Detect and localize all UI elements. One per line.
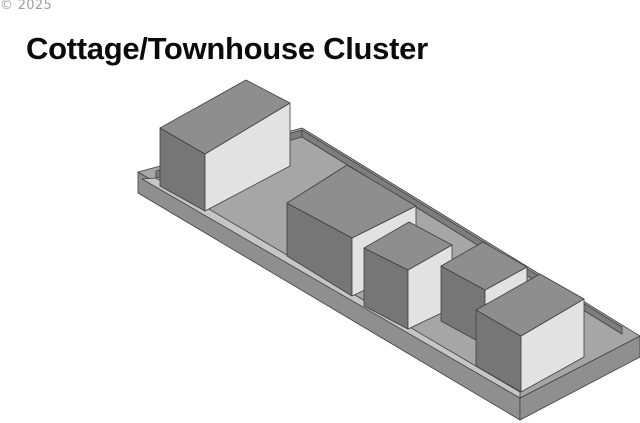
cottage-3-top-face <box>440 241 528 291</box>
townhouse-top-face <box>286 164 417 239</box>
cottage-2-top-face <box>363 221 453 271</box>
slab-front-edge <box>141 177 521 399</box>
building-cottage-1 <box>159 79 291 212</box>
copyright-watermark: © 2025 <box>0 0 53 13</box>
cottage-1-top-face <box>159 79 291 155</box>
cottage-4-top-face <box>475 273 585 337</box>
building-cottage-4 <box>475 273 585 393</box>
page-title: Cottage/Townhouse Cluster <box>26 31 428 66</box>
